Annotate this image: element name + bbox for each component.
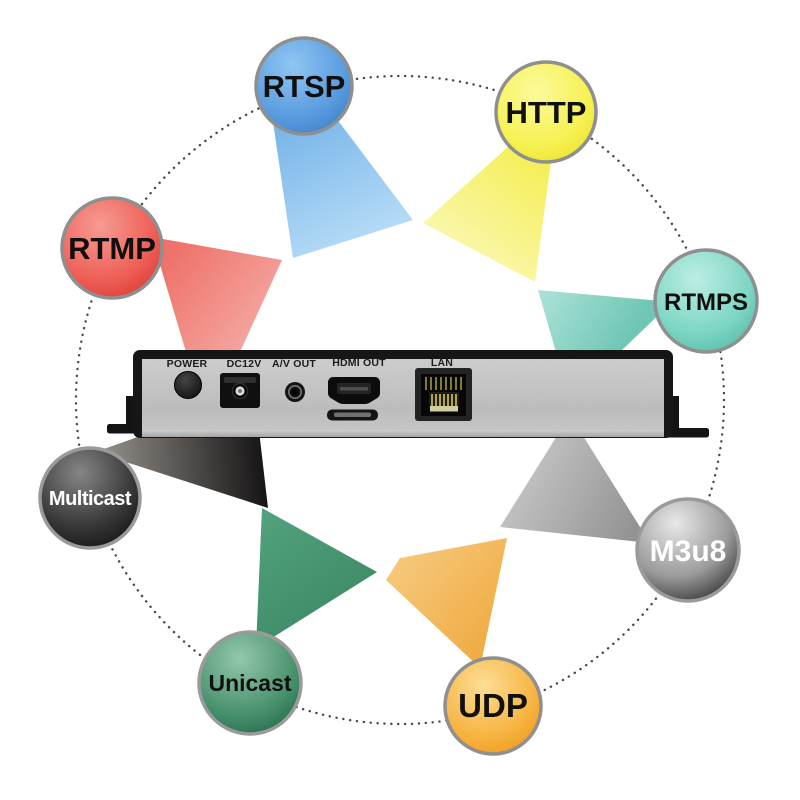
protocol-label-unicast: Unicast	[208, 670, 291, 696]
protocol-label-rtmp: RTMP	[68, 231, 156, 266]
beam-m3u8	[500, 415, 650, 543]
card-slot	[327, 409, 378, 421]
protocol-node-rtmps: RTMPS	[653, 248, 759, 354]
port-label-hdmi-out: HDMI OUT	[332, 357, 386, 369]
beam-rtmps	[538, 290, 672, 352]
lan-port	[415, 368, 472, 421]
beam-udp	[386, 538, 507, 668]
protocol-node-multicast: Multicast	[38, 446, 142, 550]
hdmi-port	[327, 377, 380, 405]
power-button	[174, 371, 202, 399]
port-labels: POWER DC12V A/V OUT HDMI OUT LAN	[167, 357, 453, 370]
protocol-node-unicast: Unicast	[197, 630, 303, 736]
protocol-nodes: RTSP HTTP RTMP RTMPS Multicast M3u8 Unic…	[38, 36, 759, 756]
protocol-label-rtsp: RTSP	[263, 69, 346, 104]
port-label-dc12v: DC12V	[227, 358, 262, 370]
beam-rtsp	[273, 106, 413, 258]
dc-power-jack	[220, 373, 260, 408]
av-out-jack	[285, 382, 305, 402]
protocol-node-rtsp: RTSP	[254, 36, 354, 136]
protocol-label-rtmps: RTMPS	[664, 289, 748, 316]
port-label-av-out: A/V OUT	[272, 358, 316, 370]
protocol-label-multicast: Multicast	[49, 488, 132, 510]
encoder-device: POWER DC12V A/V OUT HDMI OUT LAN	[107, 350, 709, 438]
connection-dotted-circle	[74, 74, 726, 726]
protocol-label-m3u8: M3u8	[650, 535, 727, 568]
protocol-node-rtmp: RTMP	[60, 196, 164, 300]
port-label-lan: LAN	[431, 357, 453, 369]
protocol-label-udp: UDP	[458, 687, 528, 724]
protocol-node-udp: UDP	[443, 656, 543, 756]
protocol-node-m3u8: M3u8	[635, 497, 741, 603]
beam-unicast	[256, 508, 377, 648]
mounting-bracket-right	[666, 396, 709, 438]
beam-rtmp	[140, 235, 282, 352]
beam-http	[423, 146, 551, 282]
protocol-node-http: HTTP	[494, 60, 598, 164]
port-label-power: POWER	[167, 358, 208, 370]
protocol-label-http: HTTP	[506, 95, 587, 130]
